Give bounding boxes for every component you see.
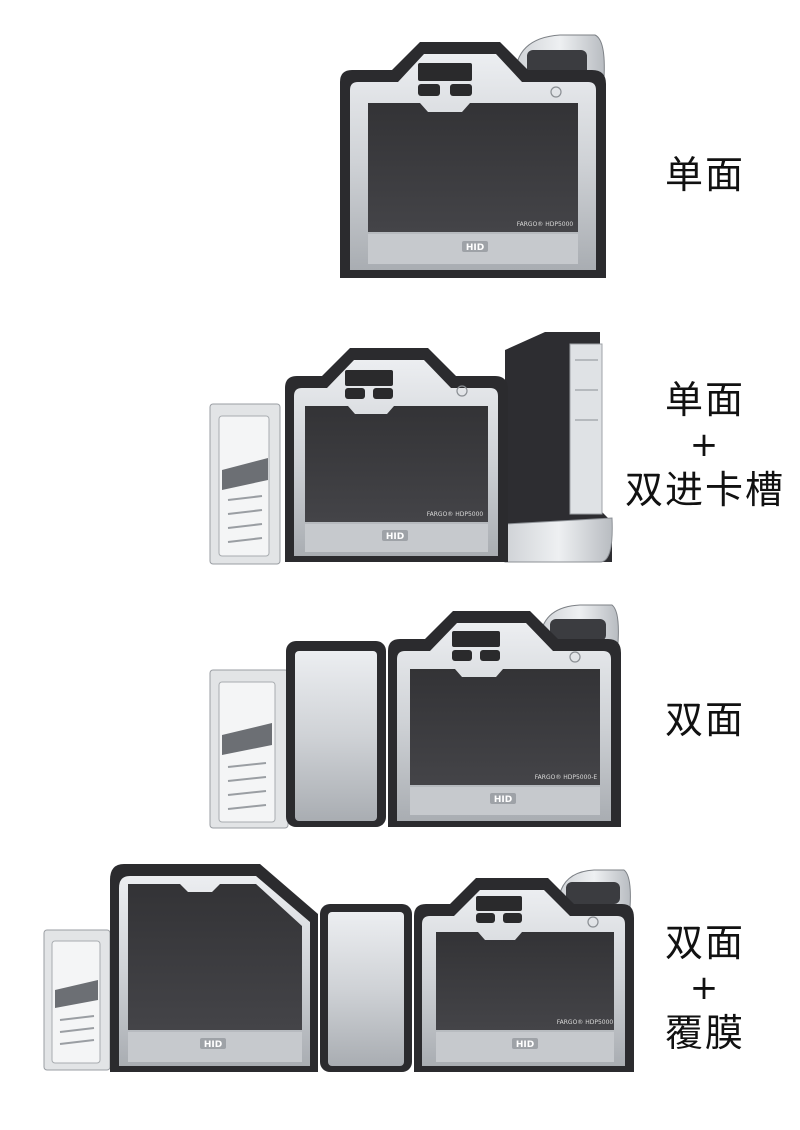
label-line: 双面	[664, 921, 745, 965]
model-text: FARGO® HDP5000-E	[535, 774, 598, 781]
label-line: +	[689, 425, 721, 465]
label-line: 双进卡槽	[624, 468, 785, 512]
hid-badge: HID	[466, 243, 484, 253]
hid-badge: HID	[386, 532, 404, 542]
config-dual-sided: HID FARGO® HDP5000-E 双面	[0, 585, 800, 850]
config-dual-sided-lamination: HID HID FARGO® HDP5000 双面 + 覆膜	[0, 850, 800, 1130]
hid-badge: HID	[516, 1040, 534, 1050]
config-label: 单面 + 双进卡槽	[610, 375, 800, 515]
label-line: 双面	[664, 698, 745, 742]
config-label: 双面 + 覆膜	[610, 918, 800, 1058]
printer-dual-sided-image: HID FARGO® HDP5000-E	[209, 604, 621, 829]
printer-single-sided-image: HID FARGO® HDP5000	[340, 34, 606, 278]
label-line: +	[689, 968, 721, 1008]
label-line: 单面	[664, 378, 745, 422]
config-label: 单面	[610, 150, 800, 200]
config-single-sided-dual-hopper: HID FARGO® HDP5000 单面 + 双进卡槽	[0, 300, 800, 585]
label-line: 覆膜	[664, 1011, 745, 1055]
hid-badge: HID	[494, 795, 512, 805]
model-text: FARGO® HDP5000	[427, 511, 484, 518]
config-single-sided: HID FARGO® HDP5000 单面	[0, 0, 800, 300]
model-text: FARGO® HDP5000	[517, 221, 574, 228]
printer-lamination-image: HID HID FARGO® HDP5000	[43, 864, 634, 1072]
printer-dual-hopper-image: HID FARGO® HDP5000	[209, 332, 613, 565]
label-line: 单面	[664, 153, 745, 197]
model-text: FARGO® HDP5000	[557, 1019, 614, 1026]
hid-badge: HID	[204, 1040, 222, 1050]
config-label: 双面	[610, 695, 800, 745]
